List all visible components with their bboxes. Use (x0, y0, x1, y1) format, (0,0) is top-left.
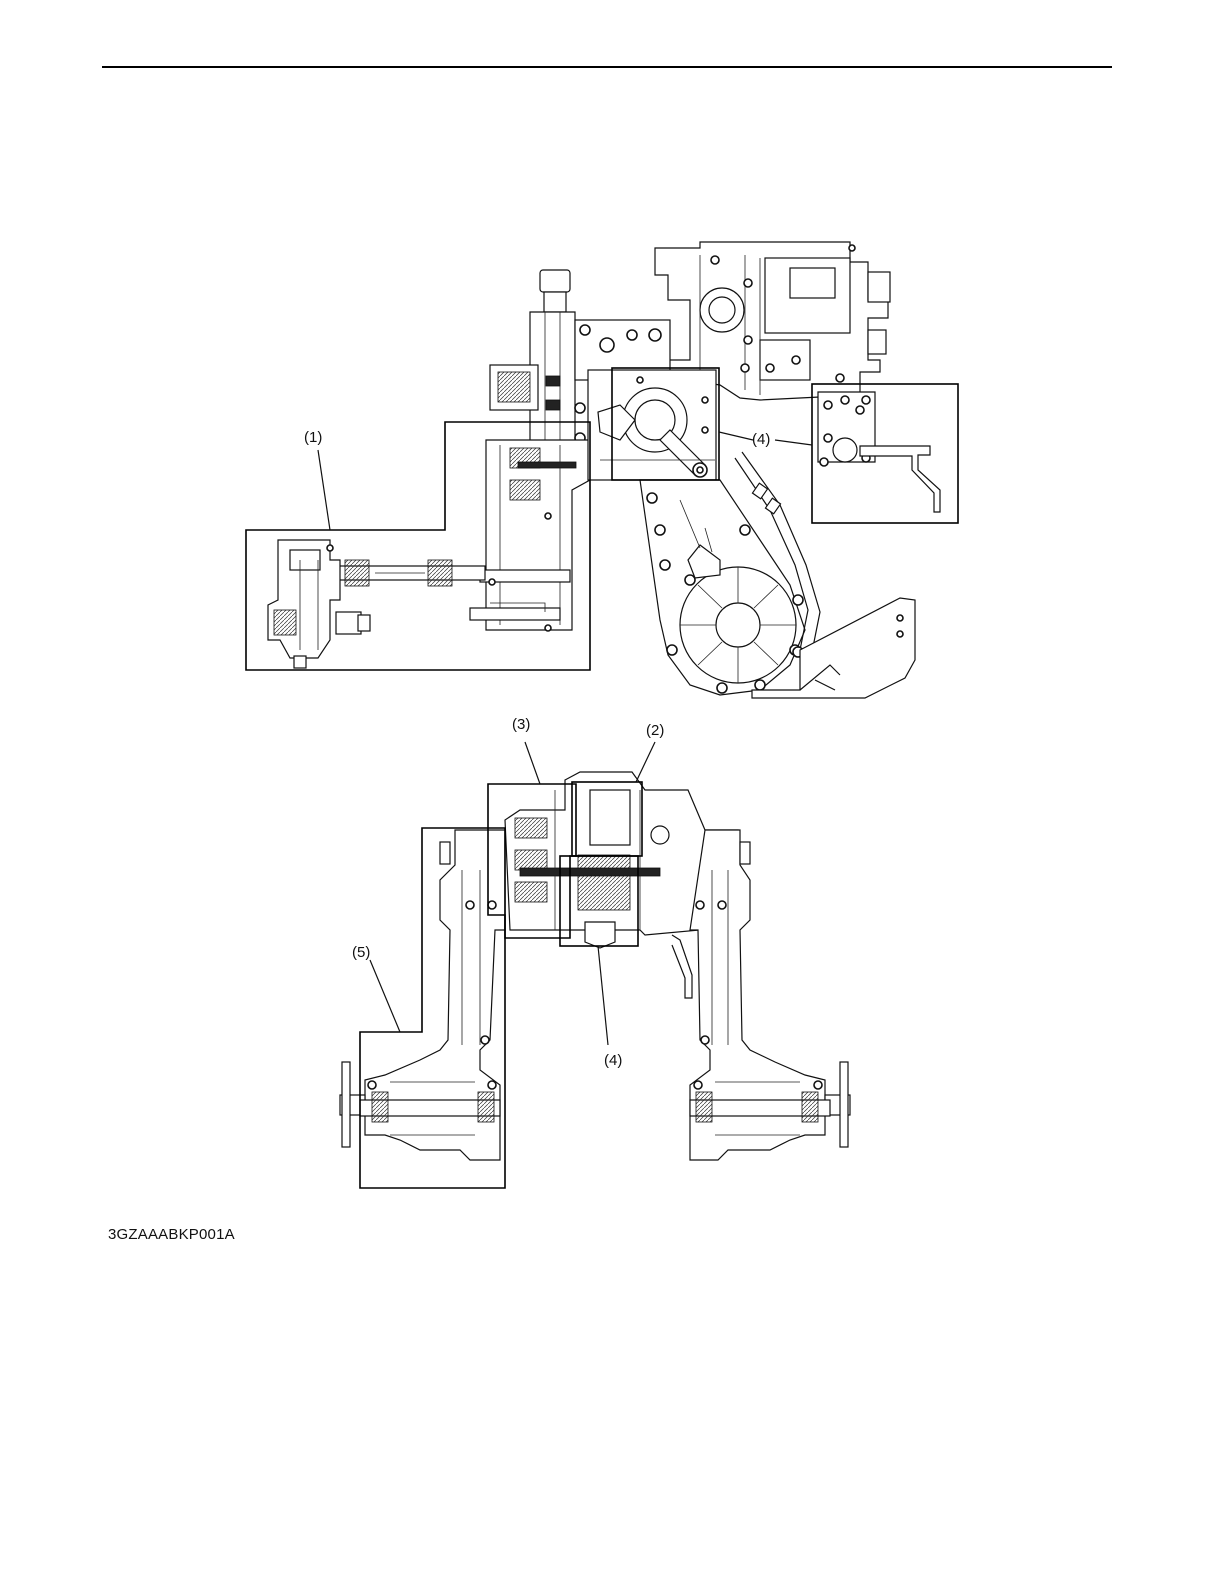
callout-label-5: (5) (352, 944, 370, 961)
callout-label-2: (2) (646, 722, 664, 739)
inset-detail (812, 384, 958, 523)
side-view-drawing (246, 242, 958, 698)
front-axle-case (268, 540, 370, 668)
callout-label-1: (1) (304, 429, 322, 446)
right-axle (690, 830, 850, 1160)
callout-label-3: (3) (512, 716, 530, 733)
figure-code: 3GZAAABKP001A (108, 1226, 235, 1243)
callout-label-4-top: (4) (752, 431, 770, 448)
rear-view-drawing (340, 742, 850, 1188)
center-housing (588, 370, 716, 480)
callout-label-4-bottom: (4) (604, 1052, 622, 1069)
propeller-shaft (335, 560, 485, 586)
rear-axle-casing (640, 480, 805, 695)
gearbox-case (470, 440, 590, 631)
